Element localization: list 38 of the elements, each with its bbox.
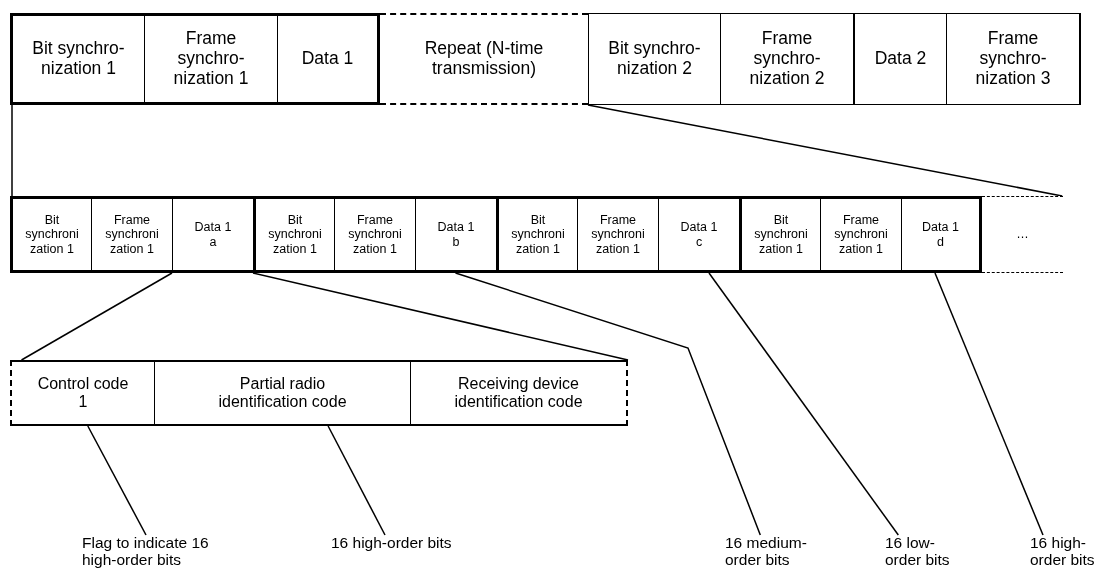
frame-field: Frame synchroni zation 1 [334, 196, 415, 273]
frame-field: Frame synchroni zation 1 [577, 196, 658, 273]
leader-line [252, 272, 629, 361]
frame-field: Data 2 [853, 13, 946, 105]
frame-field: Data 1 b [415, 196, 496, 273]
leader-line [587, 104, 1063, 197]
frame-field: Frame synchroni zation 1 [91, 196, 172, 273]
annotation-text: 16 high- order bits [1030, 535, 1102, 569]
annotation-text: 16 low- order bits [885, 535, 955, 569]
frame-field: Bit synchroni zation 1 [739, 196, 820, 273]
frame-field: Data 1 d [901, 196, 982, 273]
annotation-text: 16 high-order bits [331, 535, 511, 552]
frame-field: Data 1 a [172, 196, 253, 273]
frame-field: Frame synchroni zation 1 [820, 196, 901, 273]
frame-field: Bit synchro- nization 2 [588, 13, 720, 105]
annotation-text: Flag to indicate 16 high-order bits [82, 535, 242, 569]
leader-line [87, 425, 147, 536]
frame-field: Repeat (N-time transmission) [380, 13, 588, 105]
frame-field: Data 1 c [658, 196, 739, 273]
leader-line [934, 272, 1044, 536]
frame-field: Partial radio identification code [154, 360, 410, 426]
leader-line [327, 425, 386, 536]
frame-field: Receiving device identification code [410, 360, 628, 426]
leader-line [454, 272, 762, 536]
frame-field: Bit synchroni zation 1 [10, 196, 91, 273]
frame-field: Bit synchroni zation 1 [496, 196, 577, 273]
frame-field: Data 1 [277, 13, 380, 105]
frame-field: Frame synchro- nization 2 [720, 13, 853, 105]
frame-field: Bit synchro- nization 1 [10, 13, 144, 105]
frame-field: Control code 1 [10, 360, 154, 426]
frame-field: … [982, 196, 1063, 273]
leader-line [708, 272, 900, 536]
annotation-text: 16 medium- order bits [725, 535, 809, 569]
frame-field: Bit synchroni zation 1 [253, 196, 334, 273]
leader-line [11, 104, 13, 197]
leader-line [20, 272, 173, 361]
frame-field: Frame synchro- nization 1 [144, 13, 277, 105]
frame-field: Frame synchro- nization 3 [946, 13, 1081, 105]
